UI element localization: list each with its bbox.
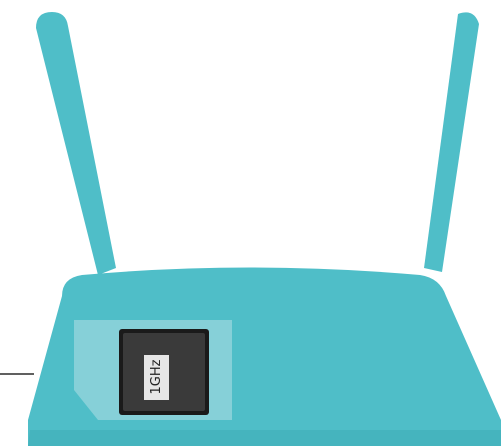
router-body-base (28, 430, 501, 446)
chip-label: 1GHz (136, 362, 176, 392)
left-antenna (36, 12, 116, 275)
right-antenna (424, 12, 479, 272)
